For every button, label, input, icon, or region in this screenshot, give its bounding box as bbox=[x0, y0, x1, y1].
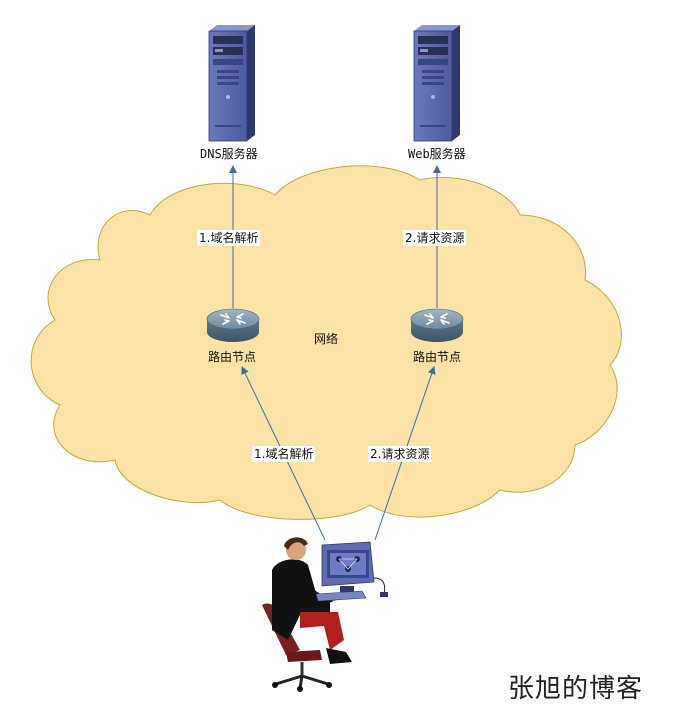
user-at-computer-icon bbox=[262, 537, 388, 692]
router-label-left: 路由节点 bbox=[208, 350, 257, 364]
edge-label-web-request-top: 2.请求资源 bbox=[403, 230, 467, 246]
edge-label-dns-lookup-bottom: 1.域名解析 bbox=[252, 446, 316, 462]
edge-label-web-request-bottom: 2.请求资源 bbox=[368, 446, 432, 462]
router-icon-right bbox=[410, 308, 464, 342]
dns-server-label: DNS服务器 bbox=[200, 147, 258, 161]
dns-server-icon bbox=[208, 25, 255, 142]
web-server-label: Web服务器 bbox=[408, 147, 466, 161]
network-cloud bbox=[30, 165, 622, 520]
router-label-right: 路由节点 bbox=[413, 350, 462, 364]
network-label: 网络 bbox=[314, 332, 339, 346]
web-server-icon bbox=[413, 25, 460, 142]
router-icon-left bbox=[206, 308, 260, 342]
edge-label-dns-lookup-top: 1.域名解析 bbox=[197, 230, 261, 246]
watermark-text: 张旭的博客 bbox=[508, 674, 644, 704]
